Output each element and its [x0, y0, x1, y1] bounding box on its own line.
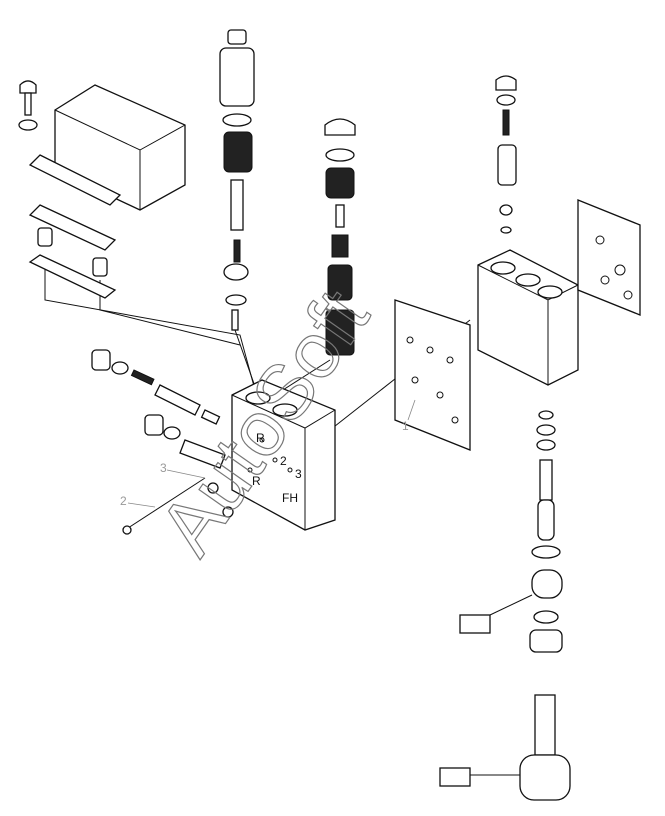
valve-block-right [477, 249, 579, 386]
callout-1: 1 [402, 419, 409, 433]
callout-3: 3 [160, 461, 167, 475]
callouts: 1 2 3 [120, 399, 416, 508]
callout-2: 2 [120, 494, 127, 508]
center-spool-stack [219, 29, 255, 331]
block-markings: R R 2 3 FH [252, 431, 302, 505]
right-bottom-solenoid [459, 410, 563, 653]
right-gasket [577, 199, 641, 316]
marking-r-1: R [256, 431, 265, 445]
bottom-solenoid [439, 694, 571, 801]
marking-2: 2 [280, 454, 287, 468]
marking-fh: FH [282, 491, 298, 505]
solenoid-cover [18, 80, 186, 299]
valve-block-left [231, 379, 336, 531]
left-small-parts [91, 349, 234, 535]
watermark: AutoSoft [142, 274, 386, 570]
marking-3: 3 [295, 467, 302, 481]
right-top-stack [495, 75, 517, 234]
second-spool-stack [324, 118, 356, 356]
marking-r-2: R [252, 474, 261, 488]
separator-plate [394, 299, 471, 451]
